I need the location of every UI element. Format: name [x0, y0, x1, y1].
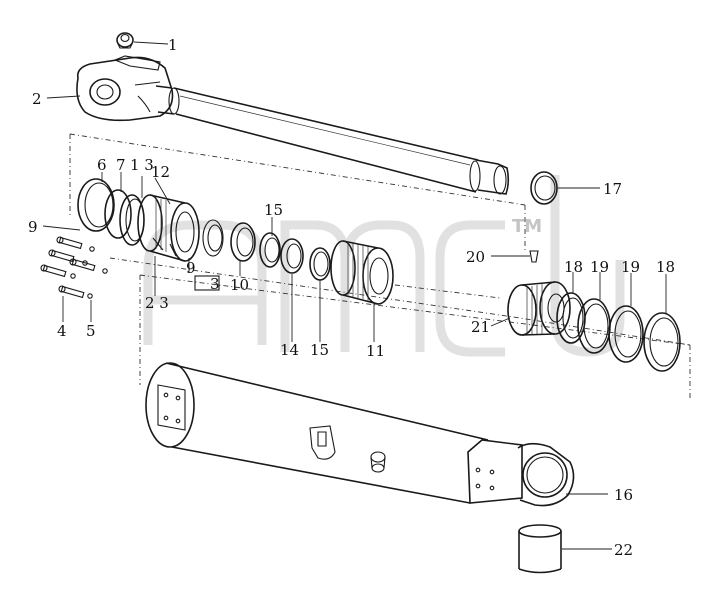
part-11-gland	[330, 240, 394, 305]
part-21-piston	[507, 281, 571, 336]
part-18-ring-b	[643, 312, 681, 372]
callout-13: 1 3	[130, 156, 154, 174]
callout-2: 2	[32, 90, 42, 108]
leader-lines	[42, 41, 667, 550]
callout-6: 6	[97, 156, 107, 174]
callout-18-right: 18	[656, 258, 675, 276]
parts-4-5-bolts-washers	[40, 236, 108, 299]
callout-23: 2 3	[145, 294, 169, 312]
part-20-nut	[529, 250, 539, 263]
callout-4: 4	[57, 322, 67, 340]
callout-11: 11	[366, 342, 385, 360]
part-9-retaining-ring	[202, 219, 224, 257]
watermark: TM	[143, 175, 625, 357]
callout-labels: 1 2 6 7 1 3 12 9 15 17 9 3 10 20 18 19 1…	[28, 36, 675, 559]
callout-19-left: 19	[590, 258, 609, 276]
callout-9-left: 9	[28, 218, 38, 236]
part-15-ring-a	[259, 232, 281, 268]
part-3-plate	[194, 275, 220, 291]
callout-18-left: 18	[564, 258, 583, 276]
callout-5: 5	[86, 322, 96, 340]
part-1-grease-fitting	[116, 32, 134, 49]
callout-16: 16	[614, 486, 633, 504]
parts-6-7-13-rings	[77, 178, 145, 246]
callout-1: 1	[168, 36, 178, 54]
callout-15-bottom: 15	[310, 341, 329, 359]
part-14-ring	[280, 238, 304, 274]
assembly-axis-lines	[69, 133, 691, 398]
part-19-ring-b	[608, 305, 644, 363]
part-22-bushing	[518, 524, 562, 574]
part-19-ring-a	[577, 298, 611, 354]
callout-20: 20	[466, 248, 485, 266]
callout-22: 22	[614, 541, 633, 559]
watermark-tm: TM	[512, 216, 542, 237]
callout-12: 12	[151, 163, 170, 181]
part-10-ring	[230, 222, 256, 262]
part-16-cylinder-barrel	[145, 362, 575, 507]
callout-10: 10	[230, 276, 249, 294]
callout-17: 17	[603, 180, 622, 198]
callout-9-small: 9	[186, 259, 196, 277]
part-12-cylinder-head	[137, 194, 200, 262]
callout-14: 14	[280, 341, 299, 359]
part-2-piston-rod	[76, 55, 510, 195]
part-17-o-ring	[530, 171, 558, 205]
callout-7: 7	[116, 156, 126, 174]
callout-21: 21	[471, 318, 490, 336]
callout-19-right: 19	[621, 258, 640, 276]
callout-15-top: 15	[264, 201, 283, 219]
part-15-ring-b	[309, 247, 331, 281]
callout-3: 3	[210, 275, 220, 293]
